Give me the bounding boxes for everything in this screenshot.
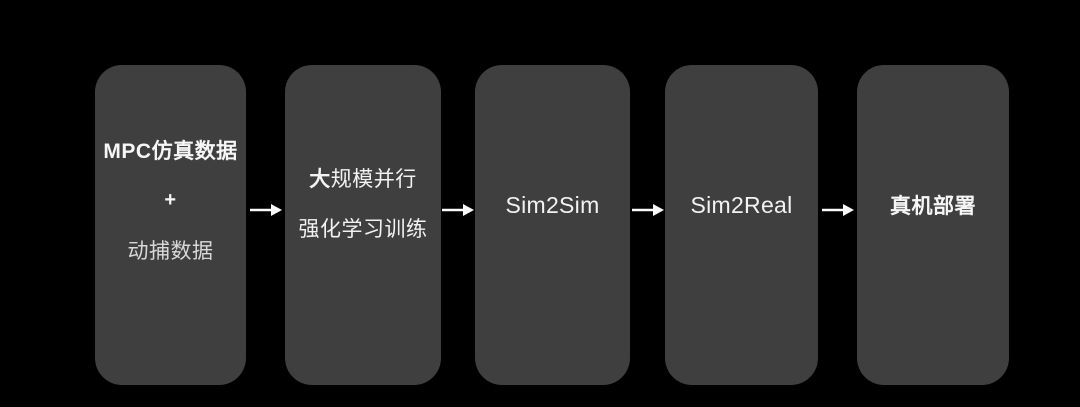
flow-step-sim2real: Sim2Real xyxy=(665,65,818,385)
flow-step-sim2sim: Sim2Sim xyxy=(475,65,630,385)
arrow-right-icon xyxy=(250,204,282,216)
step-label-line: 真机部署 xyxy=(890,195,976,218)
step-label-bold-part: 大 xyxy=(309,168,331,191)
step-label-line: Sim2Real xyxy=(690,191,793,218)
flow-step-mpc-sim-data: MPC仿真数据 + 动捕数据 xyxy=(95,65,246,385)
arrow-right-icon xyxy=(632,204,664,216)
step-label-line: Sim2Sim xyxy=(505,191,600,218)
plus-separator: + xyxy=(164,188,177,211)
flow-step-rl-training: 大规模并行 强化学习训练 xyxy=(285,65,441,385)
arrow-right-icon xyxy=(442,204,474,216)
step-label-line: 动捕数据 xyxy=(127,240,214,263)
step-label-line: 大规模并行 xyxy=(309,153,417,203)
step-label-rest-part: 规模并行 xyxy=(330,168,417,191)
flow-step-real-deploy: 真机部署 xyxy=(857,65,1009,385)
step-label-line: 强化学习训练 xyxy=(298,218,428,241)
step-label-line: MPC仿真数据 xyxy=(103,140,238,163)
arrow-right-icon xyxy=(822,204,854,216)
